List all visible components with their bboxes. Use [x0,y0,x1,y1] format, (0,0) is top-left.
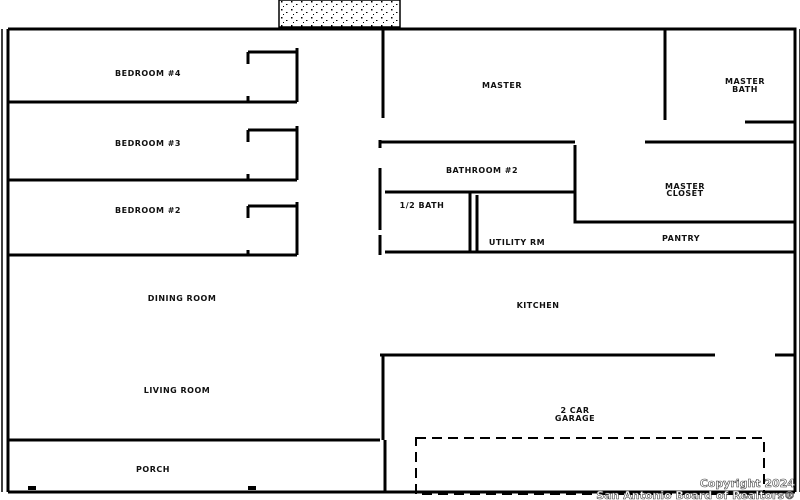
room-label-dining: DINING ROOM [148,294,217,303]
room-label-living: LIVING ROOM [144,386,211,395]
room-label-half-bath: 1/2 BATH [400,201,445,210]
watermark-owner: San Antonio Board of Realtors® [596,489,795,500]
room-label-porch: PORCH [136,465,170,474]
room-label-bedroom-4: BEDROOM #4 [115,69,181,78]
room-label-master-closet-2: CLOSET [666,189,703,198]
room-label-master-closet-1: MASTER [665,182,705,191]
room-label-bedroom-3: BEDROOM #3 [115,139,181,148]
stoop-hatch [278,0,401,28]
room-label-garage-1: 2 CAR [560,406,589,415]
watermark-copyright: Copyright 2024 [700,477,796,490]
room-label-bedroom-2: BEDROOM #2 [115,206,181,215]
room-label-kitchen: KITCHEN [517,301,560,310]
porch-post [248,486,256,490]
room-label-master-bath-1: MASTER [725,77,765,86]
room-label-master-bath-2: BATH [732,85,758,94]
room-label-garage-2: GARAGE [555,414,595,423]
garage-door-outline [415,437,765,495]
room-label-master: MASTER [482,81,522,90]
room-label-utility: UTILITY RM [489,238,545,247]
room-label-bathroom-2: BATHROOM #2 [446,166,518,175]
room-label-pantry: PANTRY [662,234,700,243]
porch-post [28,486,36,490]
walls [1,27,800,494]
